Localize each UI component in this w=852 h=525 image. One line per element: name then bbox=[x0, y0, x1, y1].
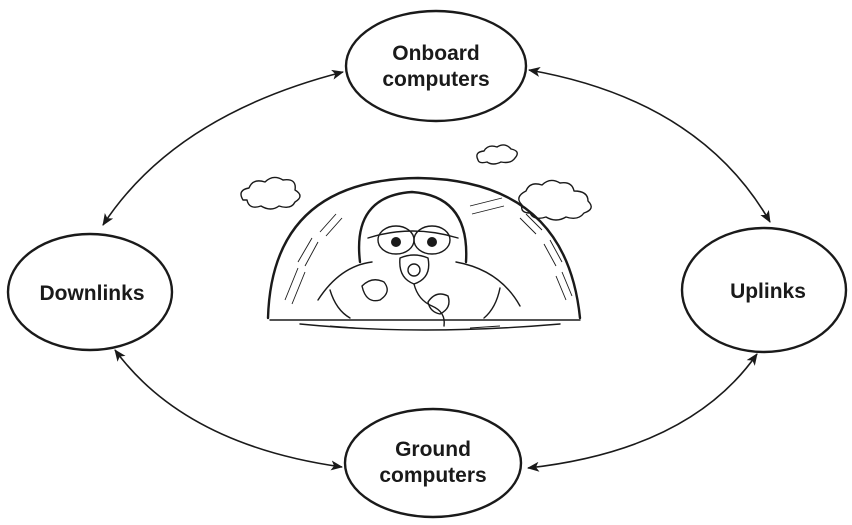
node-downlinks-ellipse bbox=[6, 232, 174, 352]
node-downlinks: Downlinks bbox=[6, 232, 174, 352]
cloud-icon bbox=[518, 179, 592, 221]
node-ground-label-line1: Ground bbox=[395, 438, 471, 461]
arrow-uplinks-ground bbox=[527, 353, 758, 472]
node-ground-computers: Ground computers bbox=[343, 407, 523, 519]
arrow-downlinks-ground bbox=[114, 349, 343, 471]
node-ground-ellipse bbox=[343, 407, 523, 519]
canopy-hatching bbox=[284, 197, 573, 305]
arrow-onboard-downlinks bbox=[102, 69, 344, 226]
node-onboard-ellipse bbox=[344, 9, 528, 123]
node-downlinks-label: Downlinks bbox=[39, 282, 144, 305]
cloud-icon bbox=[240, 176, 301, 210]
pilot-body-icon bbox=[317, 261, 521, 307]
canopy-icon bbox=[266, 176, 582, 320]
node-uplinks-ellipse bbox=[680, 226, 848, 354]
node-ground-label-line2: computers bbox=[379, 464, 486, 487]
node-onboard-label-line2: computers bbox=[382, 68, 489, 91]
helmet-icon bbox=[357, 190, 468, 264]
node-uplinks-label: Uplinks bbox=[730, 280, 806, 303]
cloud-icon bbox=[476, 144, 518, 165]
node-uplinks: Uplinks bbox=[680, 226, 848, 354]
pilot-in-cockpit-icon bbox=[240, 144, 592, 331]
node-onboard-computers: Onboard computers bbox=[344, 9, 528, 123]
node-onboard-label-line1: Onboard bbox=[392, 42, 480, 65]
goggles-icon bbox=[377, 225, 451, 255]
arrow-onboard-uplinks bbox=[528, 66, 771, 223]
oxygen-mask-icon bbox=[399, 254, 430, 285]
